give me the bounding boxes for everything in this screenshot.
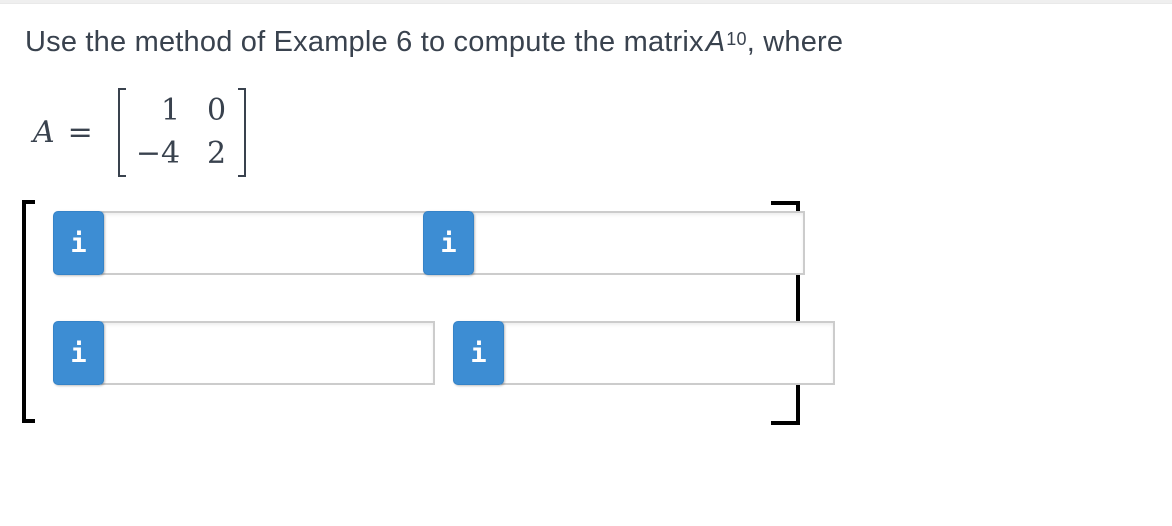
answer-input-r2c2[interactable] [501, 321, 835, 385]
answer-input-r2c1[interactable] [101, 321, 435, 385]
statement-matrix-symbol: A [705, 26, 726, 58]
answer-matrix-left-bracket [22, 200, 35, 423]
matrix-a-body: 1 0 −4 2 [117, 88, 247, 177]
statement-exponent: 10 [726, 29, 747, 49]
equals-sign: = [67, 115, 93, 150]
matrix-a-symbol: A [33, 115, 55, 150]
info-icon: i [70, 227, 87, 259]
info-button-r2c2[interactable]: i [453, 321, 504, 385]
matrix-a-cell-r1c1: 1 [160, 93, 181, 129]
matrix-a-grid: 1 0 −4 2 [126, 88, 238, 177]
matrix-a-left-bracket [117, 88, 126, 177]
statement-suffix: , where [746, 26, 844, 58]
answer-input-r1c2[interactable] [471, 211, 805, 275]
matrix-a-cell-r2c2: 2 [206, 135, 227, 171]
info-button-r1c1[interactable]: i [53, 211, 104, 275]
info-button-r1c2[interactable]: i [423, 211, 474, 275]
answer-cell-r1c2: i [423, 211, 805, 275]
problem-statement: Use the method of Example 6 to compute t… [25, 26, 843, 59]
matrix-a-cell-r2c1: −4 [135, 135, 181, 171]
info-icon: i [70, 337, 87, 369]
top-divider [0, 0, 1172, 4]
matrix-a-right-bracket [238, 88, 247, 177]
matrix-a-cell-r1c2: 0 [206, 93, 227, 129]
answer-cell-r2c1: i [53, 321, 435, 385]
statement-prefix: Use the method of Example 6 to compute t… [25, 26, 704, 58]
info-button-r2c1[interactable]: i [53, 321, 104, 385]
answer-input-r1c1[interactable] [101, 211, 435, 275]
matrix-a-display: A = 1 0 −4 2 [33, 88, 247, 177]
answer-matrix-right-bracket [771, 201, 800, 425]
info-icon: i [440, 227, 457, 259]
answer-cell-r2c2: i [453, 321, 835, 385]
answer-cell-r1c1: i [53, 211, 435, 275]
info-icon: i [470, 337, 487, 369]
